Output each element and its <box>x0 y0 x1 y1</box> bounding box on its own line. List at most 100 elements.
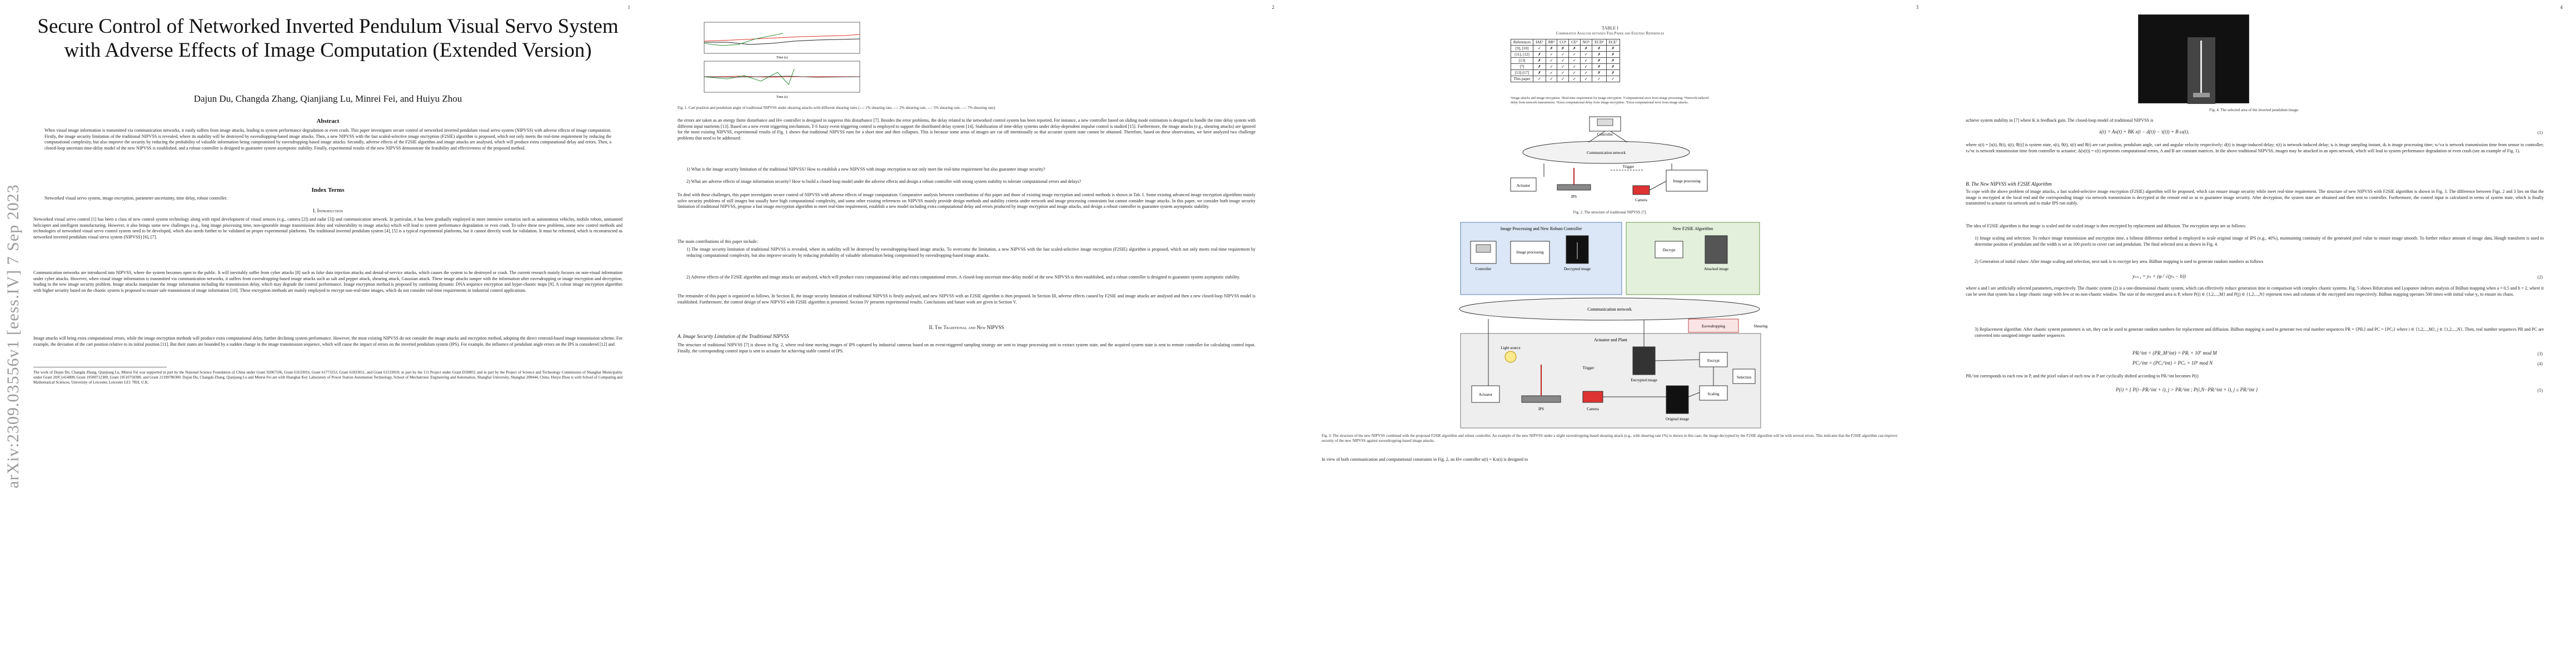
table-cell: ✓ <box>1580 63 1593 70</box>
page3-bottom-text: In view of both communication and comput… <box>1322 457 1528 462</box>
fig3-camera-label: Camera <box>1587 407 1600 411</box>
comparison-table: References IAE¹ RR² CO³ CE⁴ NO⁵ ECD⁶ ECE… <box>1510 39 1621 82</box>
abstract-heading: Abstract <box>316 118 340 125</box>
contribution-1: 1) The image security limitation of trad… <box>686 247 1255 258</box>
section-2-heading: II. The Traditional and New NIPVSS <box>929 325 1004 330</box>
challenge-question-2: 2) What are adverse effects of image inf… <box>686 179 1082 184</box>
fig3-decrypted-image-label: Decrypted image <box>1564 267 1591 271</box>
encryption-step-1: 1) Image scaling and selection: To reduc… <box>1975 236 2544 247</box>
table-row: This paper ✓ ✓ ✓ ✓ ✓ ✓ ✓ <box>1510 76 1621 82</box>
table-cell: ✗ <box>1606 63 1621 70</box>
equation-2-number: (2) <box>2537 275 2543 280</box>
arxiv-identifier: arXiv:2309.03556v1 [eess.IV] 7 Sep 2023 <box>4 184 22 489</box>
table-cell: ✓ <box>1545 76 1558 82</box>
fig3-network-cloud <box>1459 297 1760 321</box>
equation-5: P(i) = { P(i−PRᵢ^int + i), j > PRᵢ^int ;… <box>2116 387 2258 392</box>
page-4: 4 Fig. 4. The selected area of the inver… <box>1932 0 2576 667</box>
page4-paragraph-3: To cope with the above problem of image … <box>1966 189 2544 206</box>
fig3-attack-label: Shearing <box>1754 324 1768 328</box>
fig1-bottom-series-red <box>704 76 860 78</box>
table-header-cell: ECE⁷ <box>1606 39 1621 46</box>
table-1-subtitle: Comparative Analysis between This Paper … <box>1556 31 1665 36</box>
equation-2: yₙ₊₁ = yₙ + (φ / √(yₙ − b)) <box>2132 273 2186 279</box>
table-cell: ✗ <box>1606 45 1621 52</box>
table-header-cell: CE⁴ <box>1568 39 1581 46</box>
fig1-top-series-black <box>704 38 860 45</box>
table-cell: ✓ <box>1557 51 1569 58</box>
page4-paragraph-4: The idea of F2SIE algorithm is that imag… <box>1966 223 2246 228</box>
fig3-right-panel <box>1626 222 1760 295</box>
section-2a-text: The structure of traditional NIPVSS [7] … <box>677 342 1255 354</box>
table-cell: ✗ <box>1606 51 1621 58</box>
fig2-actuator-label: Actuator <box>1517 183 1531 188</box>
challenge-question-1: 1) What is the image security limitation… <box>686 167 1045 172</box>
table-cell: ✓ <box>1568 63 1581 70</box>
table-cell: [11], [12] <box>1510 51 1534 58</box>
table-cell: ✗ <box>1545 45 1558 52</box>
table-row: [9], [10] ✓ ✗ ✗ ✗ ✗ ✗ ✗ <box>1510 45 1621 52</box>
camera-icon <box>1632 185 1650 195</box>
equation-4: PCⱼ^int = (PCⱼ^int) = PCⱼ × 10⁷ mod N <box>2132 360 2213 366</box>
table-cell: ✓ <box>1545 69 1558 76</box>
fig3-attacked-image-label: Attacked image <box>1704 267 1728 271</box>
table-cell: ✓ <box>1580 69 1593 76</box>
table-header-cell: ECD⁶ <box>1592 39 1607 46</box>
fig1-top-axes <box>704 22 860 54</box>
figure-4-caption: Fig. 4. The selected area of the inverte… <box>2209 108 2299 112</box>
table-header-cell: IAE¹ <box>1533 39 1546 46</box>
table-header-cell: CO³ <box>1557 39 1569 46</box>
page4-paragraph-1: achieve system stability in [7] where K … <box>1966 118 2154 123</box>
equation-3: PRᵢ^int = (PR_M^int) = PRᵢ × 10⁷ mod M <box>2132 350 2217 356</box>
equation-1: ẋ(t) = Ax(t) + BK x(t − d(t)) − τ(t)) + … <box>2099 129 2189 135</box>
table-row: [13]-[17] ✗ ✓ ✓ ✓ ✓ ✗ ✗ <box>1510 69 1621 76</box>
table-row: [7] ✗ ✓ ✓ ✓ ✓ ✗ ✗ <box>1510 63 1621 70</box>
fig2-ips-cart <box>1557 184 1591 191</box>
figure-4-image <box>2138 14 2249 104</box>
fig3-encrypt-box <box>1699 352 1728 367</box>
table-cell: ✓ <box>1557 63 1569 70</box>
fig2-image-processing-box <box>1666 170 1708 192</box>
table-cell: ✓ <box>1557 69 1569 76</box>
equation-1-number: (1) <box>2537 130 2543 135</box>
figure-1-plot: Time (s) Time (s) <box>689 19 866 102</box>
table-cell: ✓ <box>1568 51 1581 58</box>
fig3-decrypt-box <box>1655 241 1683 258</box>
page-number: 2 <box>1272 4 1275 10</box>
abstract-text: When visual image information is transmi… <box>44 128 611 151</box>
fig3-encrypted-image-label: Encrypted image <box>1631 378 1657 382</box>
paper-roadmap: The remainder of this paper is organized… <box>677 293 1255 305</box>
table-row: [11], [12] ✗ ✓ ✓ ✓ ✓ ✗ ✗ <box>1510 51 1621 58</box>
fig3-bottom-panel <box>1460 333 1761 429</box>
figure-1-caption: Fig. 1. Cart position and pendulum angle… <box>677 106 996 110</box>
table-cell: ✗ <box>1580 45 1593 52</box>
table-cell: ✗ <box>1557 45 1569 52</box>
table-header-cell: RR² <box>1545 39 1558 46</box>
table-cell: ✓ <box>1545 63 1558 70</box>
fig2-trigger-label: Trigger <box>1623 165 1635 169</box>
table-cell: This paper <box>1510 76 1534 82</box>
fig2-camera-label: Camera <box>1635 198 1648 202</box>
figure-2-diagram: Controller Communication network Trigger… <box>1499 115 1722 208</box>
fig3-network-label: Communication network <box>1587 307 1632 312</box>
table-cell: ✗ <box>1592 69 1607 76</box>
fig3-scaling-box <box>1699 385 1728 401</box>
camera-icon <box>1582 391 1603 403</box>
fig3-ips-label: IPS <box>1538 407 1544 411</box>
equation-3-number: (3) <box>2537 351 2543 356</box>
fig3-decrypt-label: Decrypt <box>1663 248 1676 252</box>
fig1-bottom-series-green <box>704 68 795 85</box>
introduction-paragraph-3: Image attacks will bring extra computati… <box>33 336 622 347</box>
fig2-network-cloud <box>1522 141 1690 164</box>
table-header-cell: NO⁵ <box>1580 39 1593 46</box>
table-1-title: TABLE I <box>1602 26 1618 31</box>
fig3-image-processing-box <box>1510 241 1550 264</box>
table-cell: ✗ <box>1533 69 1546 76</box>
fig1-top-series-green <box>704 33 784 46</box>
page4-paragraph-2: where x(t) = [s(t), θ(t), ṡ(t), θ̇(t)] i… <box>1966 142 2544 153</box>
fig3-bottom-title: Actuator and Plant <box>1594 337 1628 342</box>
light-bulb-icon <box>1504 351 1517 363</box>
figure-2-caption: Fig. 2. The structure of traditional NIP… <box>1573 210 1647 215</box>
table-cell: ✓ <box>1580 51 1593 58</box>
fig2-controller-label: Controller <box>1597 132 1613 137</box>
table-header-cell: References <box>1510 39 1534 46</box>
